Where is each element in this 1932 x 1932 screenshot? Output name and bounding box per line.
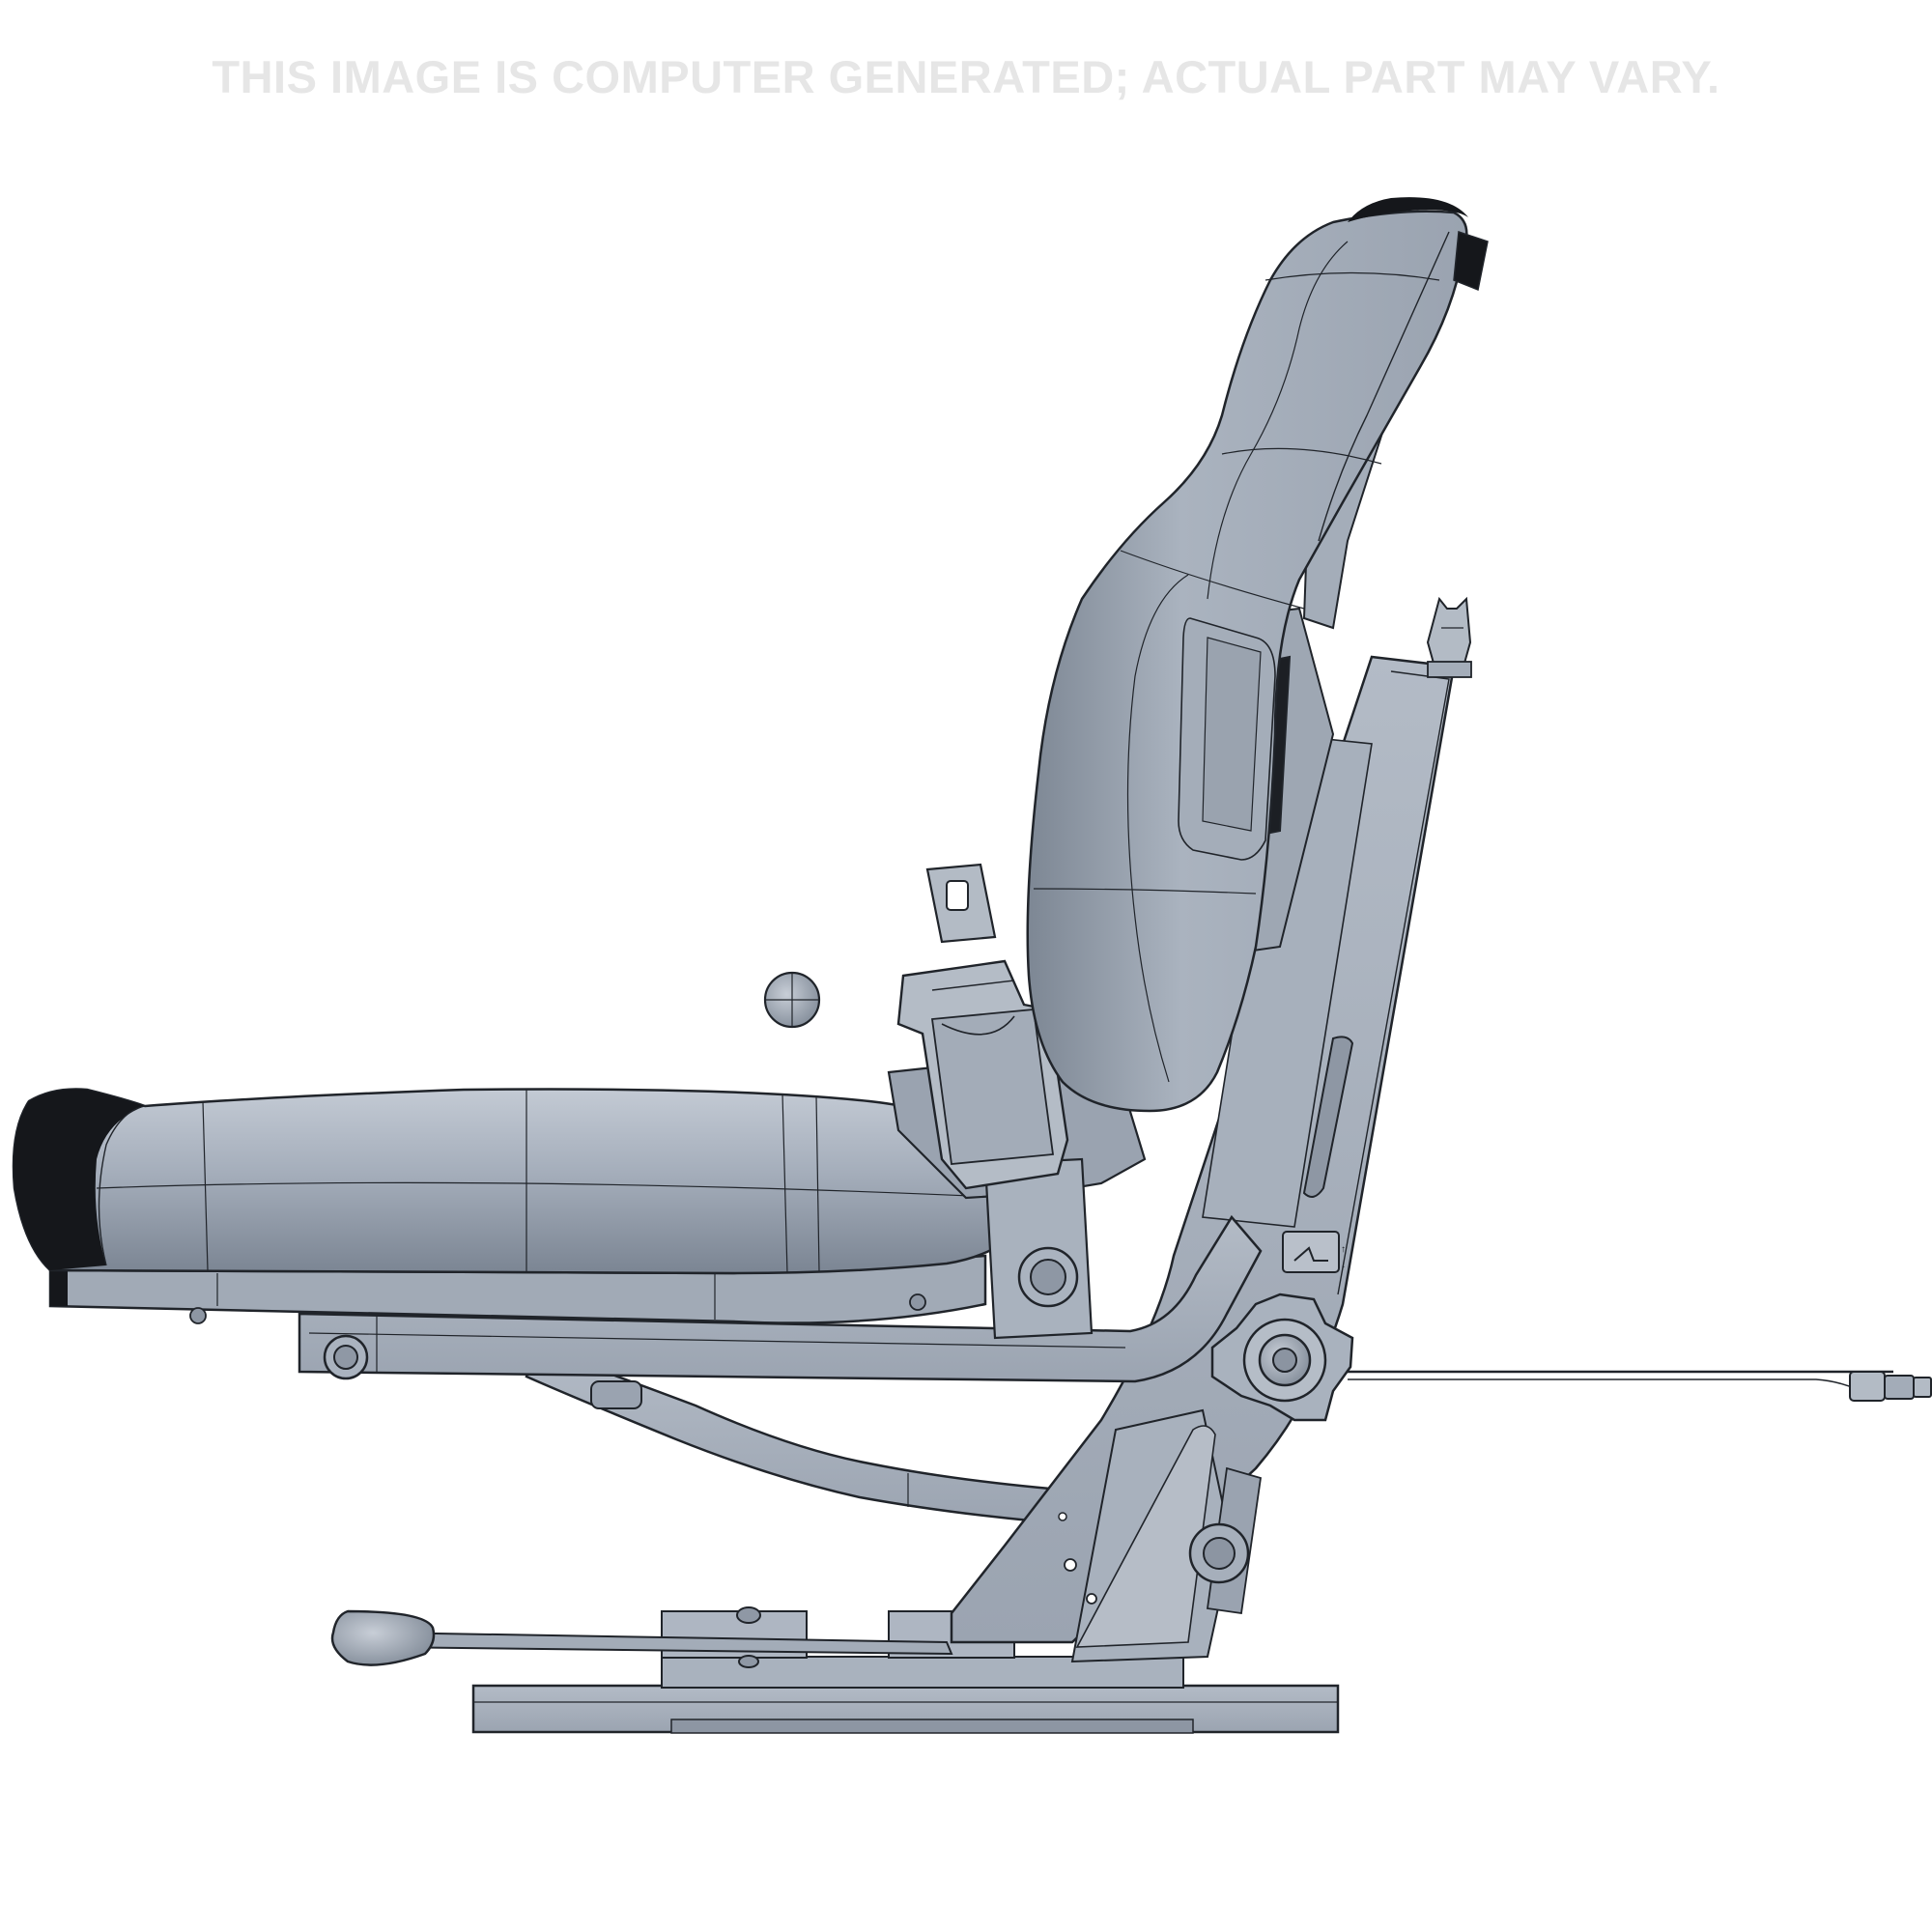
seat-frame-arm <box>298 1214 1263 1383</box>
sensor-cable <box>1348 1370 1932 1402</box>
svg-text:↑: ↑ <box>1341 1244 1346 1255</box>
svg-text:↓: ↓ <box>1341 1260 1346 1270</box>
disclaimer-text: THIS IMAGE IS COMPUTER GENERATED; ACTUAL… <box>212 51 1720 102</box>
base-rail-plate <box>471 1610 1340 1734</box>
slide-lever <box>330 1606 953 1668</box>
ball-knob <box>763 971 821 1029</box>
main-side-frame <box>950 655 1456 1663</box>
post-clip <box>1426 596 1472 678</box>
seatbelt-buckle <box>887 863 1147 1340</box>
backrest <box>1026 197 1489 1113</box>
adjustment-knob <box>1210 1293 1354 1422</box>
seat-cushion <box>12 1088 1030 1275</box>
height-indicator: ↑ ↓ <box>1282 1231 1346 1273</box>
